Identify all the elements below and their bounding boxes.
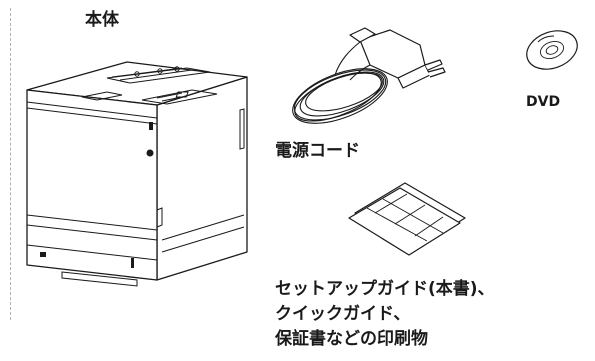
dvd-label: DVD (526, 94, 561, 110)
printed-materials-line-3: 保証書などの印刷物 (275, 329, 428, 349)
printed-materials-label: セットアップガイド(本書)、 クイックガイド、 保証書などの印刷物 (275, 277, 495, 352)
power-cord-illustration (292, 27, 446, 124)
printed-materials-line-1: セットアップガイド(本書)、 (275, 279, 495, 299)
printed-materials-illustration (348, 182, 466, 256)
dashed-divider-line (10, 8, 11, 320)
dvd-illustration (526, 30, 578, 70)
printed-materials-line-2: クイックガイド、 (275, 304, 411, 324)
printer-illustration (26, 61, 248, 287)
power-cord-label: 電源コード (275, 141, 360, 161)
main-unit-label: 本体 (85, 10, 119, 30)
